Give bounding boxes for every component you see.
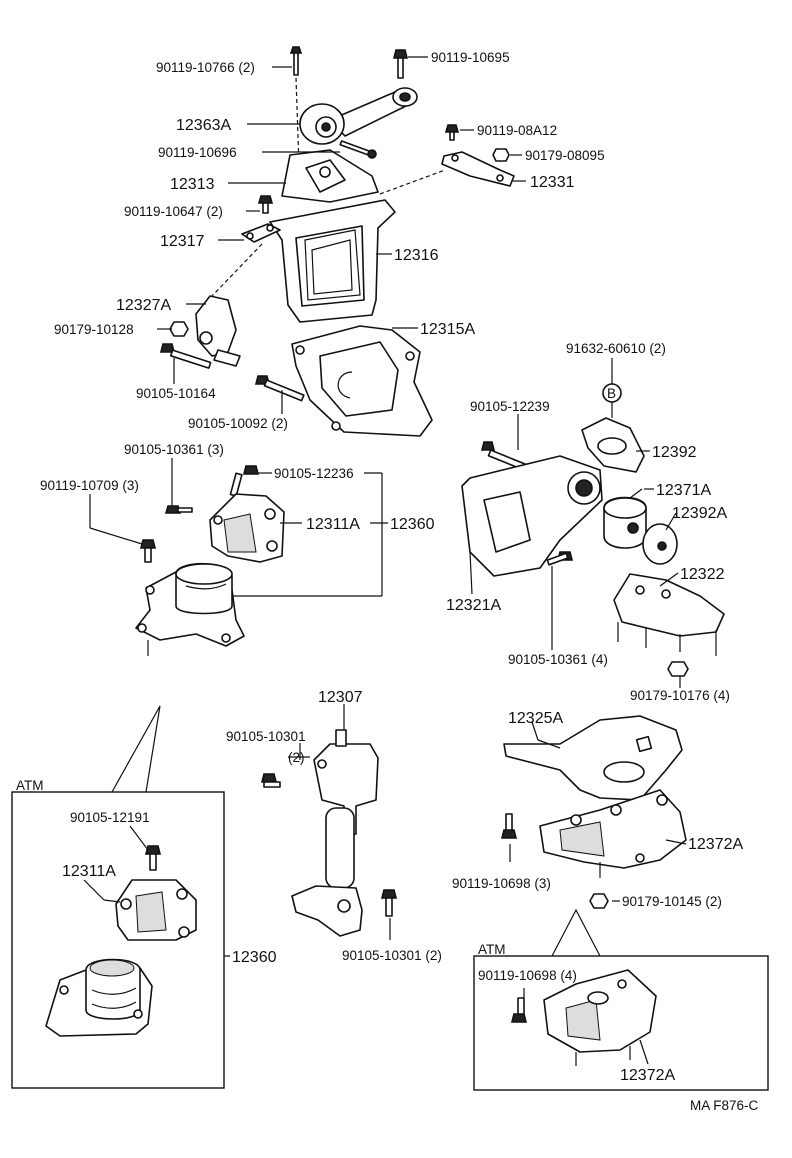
bolt-90105-12191-icon	[144, 845, 162, 871]
bracket-12311A-icon	[209, 493, 285, 563]
label-12311A: 12311A	[306, 516, 360, 533]
torque-rod-12363A-icon	[299, 87, 418, 145]
label-12392: 12392	[652, 444, 697, 461]
bracket-12321A-icon	[461, 455, 603, 577]
label-12392A: 12392A	[672, 505, 727, 522]
svg-text:B: B	[607, 386, 616, 401]
label-90105-12236: 90105-12236	[274, 466, 354, 481]
nut-90179-10145-icon	[589, 893, 609, 909]
crossmember-12316-icon	[269, 199, 396, 323]
nut-90179-08095-icon	[492, 148, 510, 162]
cover-12392-icon	[581, 417, 645, 473]
label-90119-10709: 90119-10709 (3)	[40, 478, 139, 493]
bolt-90119-10696-icon	[339, 140, 377, 159]
bolt-90119-10698-icon	[500, 813, 518, 839]
label-12316: 12316	[394, 247, 439, 264]
bolt-90119-10698-atm-icon	[510, 997, 528, 1023]
bracket-12315A-icon	[291, 325, 433, 437]
washer-12392A-icon	[642, 523, 678, 565]
label-12331: 12331	[530, 174, 575, 191]
bolt-90105-10301-lower-icon	[380, 889, 398, 917]
bolt-90105-10361-front-icon	[164, 505, 193, 514]
mount-12360-atm-icon	[45, 958, 153, 1037]
bolt-90105-10164-icon	[159, 343, 212, 369]
label-90179-10145: 90179-10145 (2)	[622, 894, 722, 909]
label-90105-10301-2: 90105-10301 (2)	[342, 948, 442, 963]
label-12372A-atm: 12372A	[620, 1067, 675, 1084]
label-90105-10361-4: 90105-10361 (4)	[508, 652, 608, 667]
label-12322: 12322	[680, 566, 725, 583]
label-90105-10301-qty: (2)	[288, 750, 305, 765]
label-90179-08095: 90179-08095	[525, 148, 605, 163]
insulator-12372A-icon	[539, 789, 687, 878]
label-90105-10301: 90105-10301	[226, 729, 306, 744]
label-12313: 12313	[170, 176, 215, 193]
bracket-12313-icon	[281, 149, 379, 203]
label-90119-08A12: 90119-08A12	[477, 123, 557, 138]
bolt-90119-10709-icon	[139, 539, 157, 563]
label-12307: 12307	[318, 689, 363, 706]
label-12325A: 12325A	[508, 710, 563, 727]
label-12363A: 12363A	[176, 117, 231, 134]
plate-12317-icon	[241, 223, 281, 243]
part-labels: 90119-10766 (2) 90119-10695 12363A 90119…	[16, 50, 759, 1113]
label-12371A: 12371A	[656, 482, 711, 499]
mount-12360-icon	[135, 562, 245, 656]
label-12372A: 12372A	[688, 836, 743, 853]
label-90179-10128: 90179-10128	[54, 322, 134, 337]
label-12327A: 12327A	[116, 297, 171, 314]
bolt-90105-10301-upper-icon	[260, 773, 281, 788]
bracket-12322-icon	[613, 573, 725, 656]
label-90119-10647: 90119-10647 (2)	[124, 204, 223, 219]
nut-90179-10176-icon	[667, 661, 689, 677]
diagram-code: MA F876-C	[690, 1098, 759, 1113]
label-12360: 12360	[390, 516, 435, 533]
bolt-90119-10647-icon	[257, 195, 274, 214]
insulator-12372A-atm-icon	[543, 969, 657, 1066]
bracket-12327A-icon	[195, 295, 241, 367]
leader-lines	[83, 56, 687, 1065]
label-12321A: 12321A	[446, 597, 501, 614]
label-atm-right: ATM	[478, 942, 506, 957]
bracket-12311A-atm-icon	[115, 879, 197, 941]
label-90105-12191: 90105-12191	[70, 810, 150, 825]
atm-box-right	[473, 955, 769, 1091]
label-90119-10698-4: 90119-10698 (4)	[478, 968, 577, 983]
bolt-90105-10092-icon	[254, 375, 305, 402]
label-90105-10361-3: 90105-10361 (3)	[124, 442, 224, 457]
label-atm-left: ATM	[16, 778, 44, 793]
nut-90179-10128-icon	[169, 321, 189, 337]
bracket-12325A-icon	[503, 715, 683, 801]
bolt-90105-10361-rear-icon	[546, 551, 574, 566]
label-12317: 12317	[160, 233, 205, 250]
damper-12307-icon	[291, 729, 379, 937]
label-90105-10164: 90105-10164	[136, 386, 216, 401]
label-90105-12239: 90105-12239	[470, 399, 550, 414]
engine-mounting-bracket-group	[257, 46, 515, 214]
atm-box-left	[11, 791, 225, 1089]
bolt-90105-12236-icon	[229, 465, 260, 497]
label-12311A-atm: 12311A	[62, 863, 116, 880]
bolt-90119-10695-icon	[392, 49, 409, 79]
label-90119-10696: 90119-10696	[158, 145, 237, 160]
washer-91632-60610-icon: B	[602, 383, 622, 403]
label-12360-atm: 12360	[232, 949, 277, 966]
bolt-90119-10766-icon	[289, 46, 303, 76]
label-91632-60610: 91632-60610 (2)	[566, 341, 666, 356]
bolt-90119-08A12-icon	[444, 124, 460, 141]
insulator-12371A-icon	[603, 496, 647, 549]
label-90119-10698-3: 90119-10698 (3)	[452, 876, 551, 891]
label-90119-10695: 90119-10695	[431, 50, 510, 65]
label-90105-10092: 90105-10092 (2)	[188, 416, 288, 431]
label-90179-10176: 90179-10176 (4)	[630, 688, 730, 703]
label-90119-10766: 90119-10766 (2)	[156, 60, 255, 75]
label-12315A: 12315A	[420, 321, 475, 338]
